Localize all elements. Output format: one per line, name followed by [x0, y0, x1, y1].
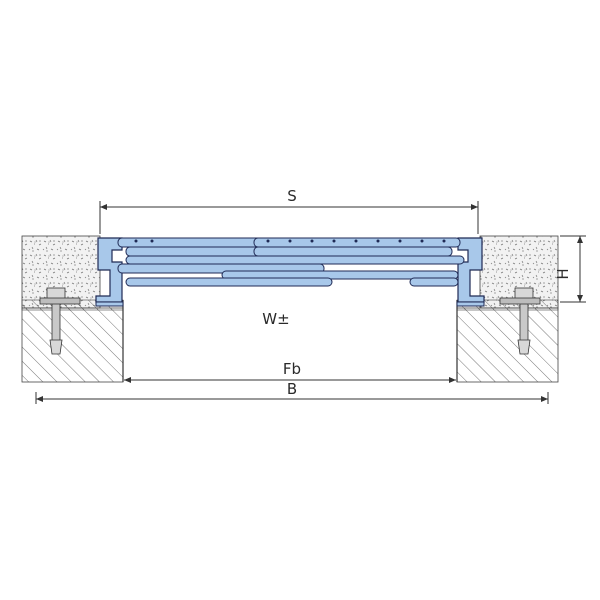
gap-width-label: Fb — [283, 360, 301, 378]
left-edge-profile — [95, 237, 124, 307]
left-anchor-bolt-icon — [39, 287, 81, 355]
height-label: H — [554, 268, 572, 279]
left-substrate — [21, 235, 124, 383]
span-label: S — [287, 187, 297, 205]
dimension-lines — [35, 201, 586, 404]
slat-assembly — [117, 237, 465, 287]
dimension-arrows — [36, 204, 583, 402]
right-ground-hatch — [456, 307, 559, 383]
right-anchor-bolt-icon — [499, 287, 541, 355]
right-edge-profile — [456, 237, 485, 307]
left-ground-hatch — [21, 307, 124, 383]
movement-label: W± — [262, 310, 289, 328]
total-width-label: B — [287, 380, 297, 398]
